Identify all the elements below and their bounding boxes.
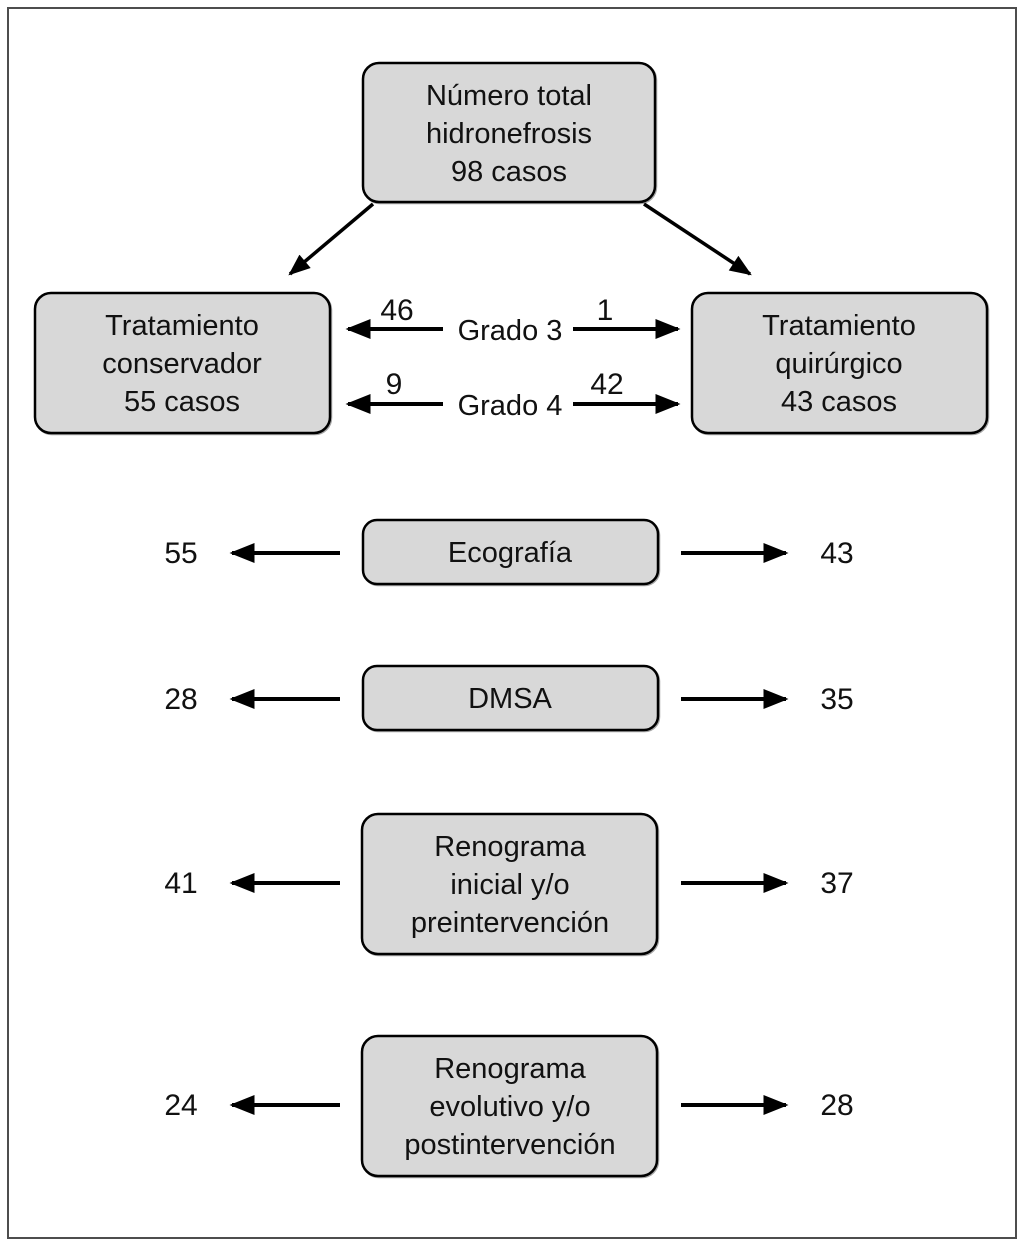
box-test-renograma-evolutivo-line3: postintervención: [404, 1129, 615, 1161]
grade3-label: Grado 3: [458, 315, 563, 347]
figure-frame: [7, 7, 1017, 1239]
box-total-line2: hidronefrosis: [426, 118, 592, 150]
dmsa-count-conservative: 28: [164, 683, 197, 716]
box-test-renograma-inicial-line1: Renograma: [434, 831, 586, 863]
grade4-label: Grado 4: [458, 390, 563, 422]
box-test-renograma-evolutivo-line2: evolutivo y/o: [429, 1091, 590, 1123]
box-conservative-treatment: [33, 291, 332, 435]
ecografia-count-surgical: 43: [820, 537, 853, 570]
box-conservative-line2: conservador: [102, 348, 262, 380]
box-test-dmsa-line1: DMSA: [468, 683, 552, 715]
grade4-count-surgical: 42: [590, 368, 623, 401]
box-test-renograma-inicial-line3: preintervención: [411, 907, 609, 939]
box-test-dmsa: [361, 664, 660, 732]
grade3-count-surgical: 1: [597, 294, 614, 327]
grade3-count-conservative: 46: [380, 294, 413, 327]
box-test-ecografia: [361, 518, 660, 586]
renograma-inicial-count-conservative: 41: [164, 867, 197, 900]
box-test-renograma-inicial: [360, 812, 659, 956]
arrow-total-to-surgical: [643, 202, 752, 276]
renograma-inicial-count-surgical: 37: [820, 867, 853, 900]
renograma-evolutivo-count-surgical: 28: [820, 1089, 853, 1122]
box-test-renograma-evolutivo: [360, 1034, 659, 1178]
arrow-total-to-conservative: [288, 202, 375, 276]
box-test-renograma-inicial-line2: inicial y/o: [450, 869, 569, 901]
box-surgical-line2: quirúrgico: [775, 348, 902, 380]
box-conservative-line3: 55 casos: [124, 386, 240, 418]
box-total-line3: 98 casos: [451, 156, 567, 188]
box-test-ecografia-line1: Ecografía: [448, 537, 573, 569]
box-total-hydronephrosis: [361, 61, 657, 204]
dmsa-count-surgical: 35: [820, 683, 853, 716]
box-surgical-line1: Tratamiento: [762, 310, 916, 342]
ecografia-count-conservative: 55: [164, 537, 197, 570]
box-total-line1: Número total: [426, 80, 592, 112]
box-test-renograma-evolutivo-line1: Renograma: [434, 1053, 586, 1085]
box-surgical-line3: 43 casos: [781, 386, 897, 418]
grade4-count-conservative: 9: [386, 368, 403, 401]
renograma-evolutivo-count-conservative: 24: [164, 1089, 197, 1122]
box-conservative-line1: Tratamiento: [105, 310, 259, 342]
box-surgical-treatment: [690, 291, 989, 435]
